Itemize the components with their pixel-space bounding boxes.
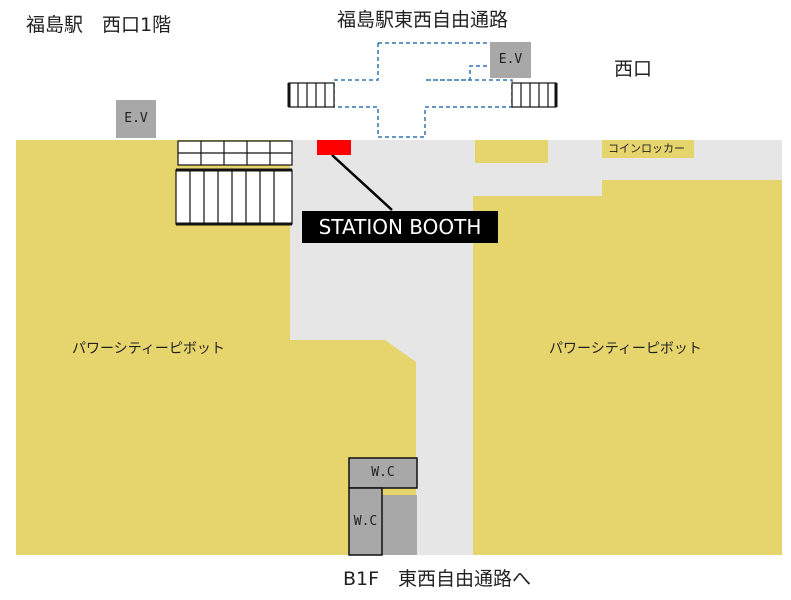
- shop-right-label: パワーシティーピボット: [549, 341, 702, 357]
- restroom-bottom-label: W.C: [353, 514, 378, 529]
- stairs-lower: [175, 168, 293, 226]
- station-booth-leader: [331, 154, 393, 211]
- map-title: 福島駅 西口1階: [26, 14, 172, 36]
- restroom-top: [348, 457, 418, 489]
- restroom-bottom: [348, 487, 383, 556]
- stairs-passage-left: [287, 82, 335, 108]
- free-passage-outline: [333, 42, 513, 138]
- station-booth-label: STATION BOOTH: [302, 211, 498, 243]
- coin-locker-area: [602, 140, 694, 158]
- west-exit-label: 西口: [614, 58, 653, 80]
- passage-title: 福島駅東西自由通路: [337, 9, 509, 31]
- stairs-upper: [177, 140, 293, 166]
- bottom-direction-label: B1F 東西自由通路へ: [343, 568, 532, 590]
- restroom-top-label: W.C: [371, 465, 395, 480]
- shop-area-right: [473, 180, 782, 555]
- elevator-left: [116, 100, 156, 138]
- shop-left-label: パワーシティーピボット: [72, 341, 225, 357]
- elevator-top: [490, 42, 531, 78]
- shop-area-small: [475, 140, 548, 163]
- elevator-left-label: E.V: [124, 111, 148, 126]
- elevator-top-label: E.V: [498, 52, 523, 67]
- restroom-gray-block: [382, 495, 417, 555]
- station-booth-marker: [317, 140, 351, 155]
- coin-locker-label: コインロッカー: [608, 142, 685, 155]
- shop-area-left: [16, 140, 416, 555]
- stairs-passage-right: [511, 82, 558, 108]
